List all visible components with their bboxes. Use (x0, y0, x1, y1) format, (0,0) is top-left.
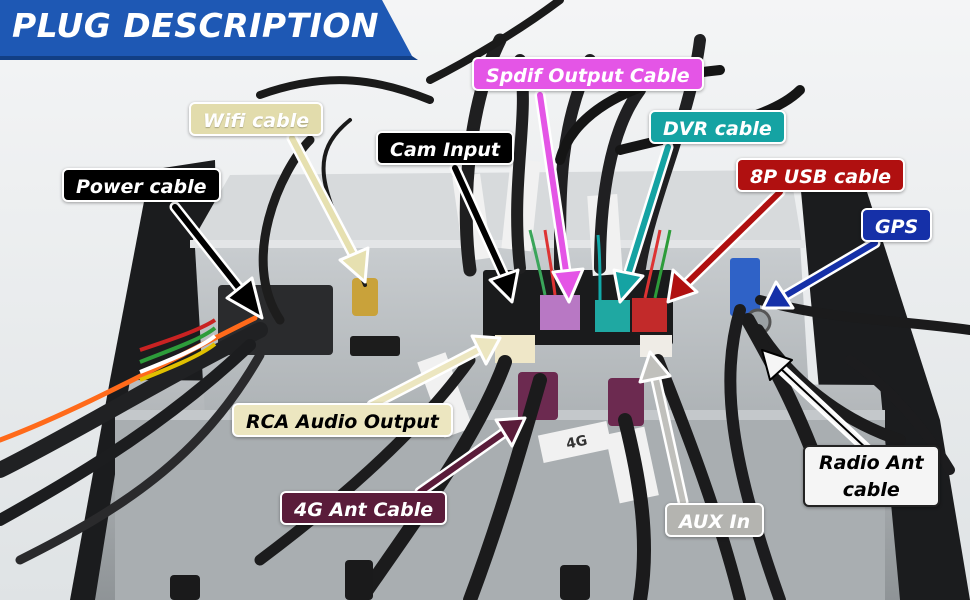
spdif-port (540, 295, 580, 330)
gps-connector (730, 258, 760, 316)
label-wifi-cable-text: Wifi cable (203, 110, 310, 132)
label-8p-usb-cable: 8P USB cable (736, 158, 906, 192)
label-4g-ant-cable: 4G Ant Cable (280, 491, 448, 525)
lower-edge (115, 410, 885, 420)
label-spdif-output-cable: Spdif Output Cable (472, 57, 704, 91)
chassis-edge (190, 240, 805, 248)
label-dvr-cable-text: DVR cable (663, 118, 772, 140)
dvr-port (595, 300, 630, 332)
title-banner: PLUG DESCRIPTION (0, 0, 420, 56)
label-aux-in-text: AUX In (679, 511, 751, 533)
tag-4g-bg (537, 421, 613, 463)
label-rca-audio-output-text: RCA Audio Output (246, 411, 439, 433)
wifi-connector (352, 278, 378, 316)
arrow-power (169, 201, 264, 320)
arrows (169, 89, 881, 508)
foot (170, 575, 200, 600)
arrow-aux (638, 350, 689, 508)
ant4g-connector-b (608, 378, 644, 426)
label-rca-audio-output: RCA Audio Output (232, 403, 453, 437)
label-power-cable: Power cable (62, 168, 221, 202)
arrow-dvr (612, 141, 674, 304)
socket-wires (528, 229, 672, 301)
label-power-cable-text: Power cable (76, 176, 207, 198)
foot (560, 565, 590, 600)
arrow-usb (666, 186, 786, 304)
label-cam-input-text: Cam Input (390, 139, 500, 161)
label-gps-text: GPS (875, 216, 919, 238)
tag-4g-text: 4G (565, 433, 589, 453)
video-port (350, 336, 400, 356)
label-4g-ant-cable-text: 4G Ant Cable (294, 499, 434, 521)
arrow-rca (366, 334, 502, 411)
arrow-wifi (286, 132, 370, 284)
usb-port (632, 298, 667, 332)
banner-bg (0, 0, 412, 56)
label-radio-ant-line1: Radio Ant (819, 452, 924, 474)
label-aux-in: AUX In (665, 503, 765, 537)
label-cam-input: Cam Input (376, 131, 514, 165)
label-gps: GPS (861, 208, 933, 242)
foot (345, 560, 373, 600)
banner-shadow (0, 56, 418, 60)
arrow-cam (449, 162, 520, 304)
label-dvr-cable: DVR cable (649, 110, 786, 144)
arrow-gps (761, 237, 881, 310)
label-wifi-cable: Wifi cable (189, 102, 324, 136)
label-spdif-output-cable-text: Spdif Output Cable (486, 65, 690, 87)
page-title: PLUG DESCRIPTION (12, 6, 380, 45)
label-radio-ant-cable: Radio Ant cable (803, 445, 940, 507)
aux-port (640, 335, 672, 357)
power-wires (139, 318, 217, 382)
arrow-spdif (534, 89, 585, 304)
arrow-radio (761, 349, 874, 456)
label-8p-usb-cable-text: 8P USB cable (750, 166, 892, 188)
arrow-4g (414, 416, 527, 498)
label-radio-ant-line2: cable (842, 479, 900, 501)
